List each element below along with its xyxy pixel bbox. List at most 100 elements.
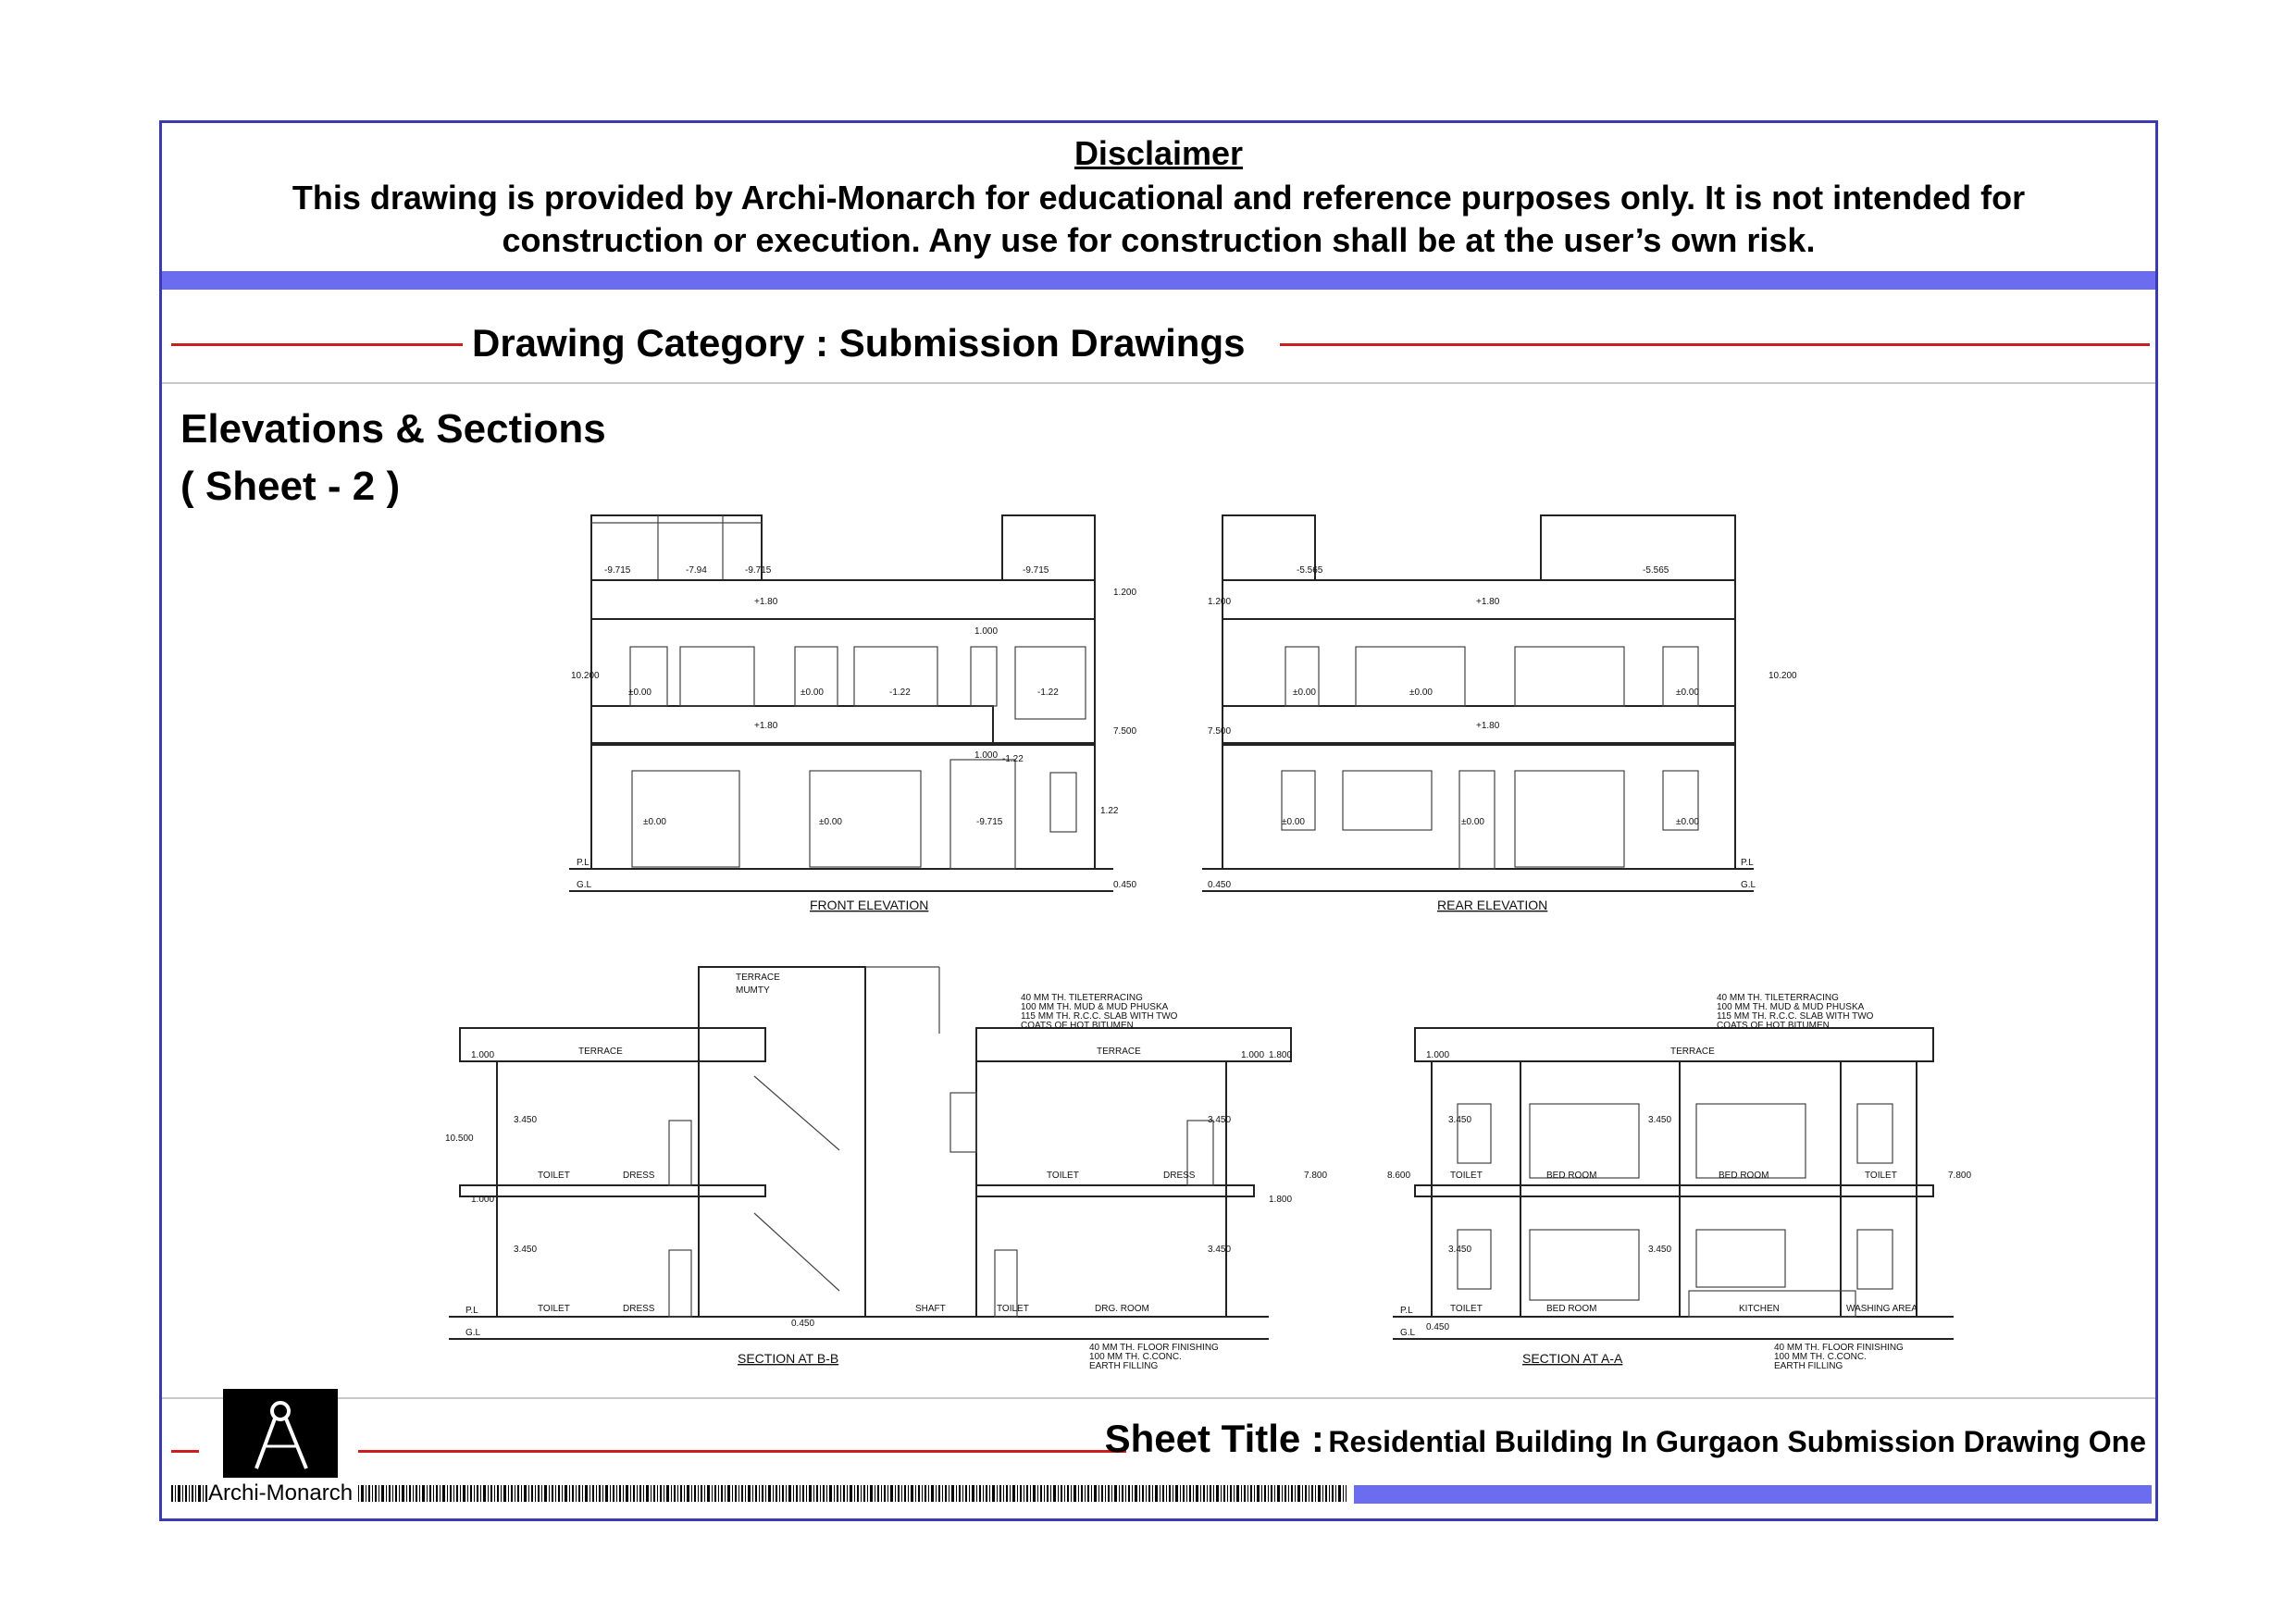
- section-bb: SECTION AT B-B: [449, 966, 1292, 1366]
- section-aa-note: 100 MM TH. C.CONC.: [1774, 1352, 1867, 1362]
- disclaimer-line-1: This drawing is provided by Archi-Monarc…: [292, 179, 2026, 217]
- header-band: [162, 271, 2155, 290]
- sheet-heading-block: Elevations & Sections ( Sheet - 2 ): [180, 401, 606, 515]
- section-bb-label: DRESS: [623, 1304, 655, 1314]
- section-bb-note: EARTH FILLING: [1089, 1361, 1158, 1371]
- section-aa: SECTION AT A-A: [1393, 1027, 1954, 1366]
- rear-elevation-label: +1.80: [1476, 597, 1500, 607]
- front-elevation-label: 7.500: [1113, 726, 1136, 737]
- section-aa-note: COATS OF HOT BITUMEN: [1717, 1021, 1830, 1031]
- section-bb-note: COATS OF HOT BITUMEN: [1021, 1021, 1134, 1031]
- section-bb-label: 3.450: [514, 1245, 537, 1255]
- drawings-canvas: FRONT ELEVATION REAR ELEVATION: [445, 514, 1971, 1371]
- rear-elevation-label: 1.200: [1208, 597, 1231, 607]
- section-bb-label: 0.450: [791, 1319, 814, 1329]
- section-bb-label: TERRACE: [578, 1047, 623, 1057]
- category-rule-left: [171, 343, 463, 346]
- rear-elevation-label: 0.450: [1208, 880, 1231, 890]
- front-elevation-label: 0.450: [1113, 880, 1136, 890]
- section-aa-label: BED ROOM: [1719, 1171, 1769, 1181]
- section-aa-note: 115 MM TH. R.C.C. SLAB WITH TWO: [1717, 1011, 1874, 1022]
- disclaimer-block: Disclaimer This drawing is provided by A…: [162, 123, 2155, 262]
- section-bb-note: 100 MM TH. MUD & MUD PHUSKA: [1021, 1002, 1169, 1012]
- section-aa-label: 3.450: [1448, 1115, 1471, 1125]
- section-aa-note: 40 MM TH. FLOOR FINISHING: [1774, 1343, 1904, 1353]
- section-bb-label: 1.800: [1269, 1195, 1292, 1205]
- section-bb-label: 1.000: [1241, 1050, 1264, 1060]
- front-elevation-caption: FRONT ELEVATION: [810, 898, 928, 912]
- section-bb-label: 7.800: [1304, 1171, 1327, 1181]
- section-aa-label: 8.600: [1387, 1171, 1410, 1181]
- front-elevation-label: -9.715: [1023, 565, 1049, 576]
- rear-elevation-label: ±0.00: [1282, 817, 1305, 827]
- section-aa-label: 3.450: [1648, 1115, 1671, 1125]
- section-bb-label: 1.000: [471, 1050, 494, 1060]
- disclaimer-text: This drawing is provided by Archi-Monarc…: [162, 177, 2155, 262]
- category-divider: [162, 382, 2155, 384]
- rear-elevation-caption: REAR ELEVATION: [1437, 898, 1547, 912]
- footer-divider: [162, 1397, 2155, 1399]
- barcode-strip: [171, 1485, 1347, 1502]
- footer-rule-long: [358, 1450, 1126, 1453]
- front-elevation-label: -1.22: [889, 688, 911, 698]
- section-bb-label: 3.450: [514, 1115, 537, 1125]
- section-bb-note: 40 MM TH. FLOOR FINISHING: [1089, 1343, 1219, 1353]
- section-bb-label: TOILET: [538, 1171, 570, 1181]
- section-bb-label: TOILET: [997, 1304, 1029, 1314]
- section-bb-label: SHAFT: [915, 1304, 946, 1314]
- front-elevation-label: P.L: [577, 858, 590, 868]
- section-bb-label: 3.450: [1208, 1245, 1231, 1255]
- rear-elevation-label: -5.565: [1643, 565, 1669, 576]
- section-bb-label: 1.000: [471, 1195, 494, 1205]
- rear-elevation-label: ±0.00: [1461, 817, 1484, 827]
- front-elevation-label: -9.715: [745, 565, 772, 576]
- rear-elevation-label: +1.80: [1476, 721, 1500, 731]
- front-elevation-label: -7.94: [686, 565, 707, 576]
- section-bb-label: DRESS: [623, 1171, 655, 1181]
- front-elevation-label: -1.22: [1002, 754, 1024, 764]
- drawing-sheet-frame: Disclaimer This drawing is provided by A…: [159, 120, 2158, 1521]
- archi-monarch-logo: [223, 1389, 338, 1478]
- section-aa-label: TOILET: [1450, 1171, 1483, 1181]
- section-aa-label: 3.450: [1448, 1245, 1471, 1255]
- sheet-title-value: Residential Building In Gurgaon Submissi…: [1328, 1425, 2146, 1458]
- front-elevation-label: ±0.00: [628, 688, 652, 698]
- section-aa-label: TERRACE: [1670, 1047, 1715, 1057]
- brand-name: Archi-Monarch: [208, 1481, 354, 1505]
- section-aa-label: TOILET: [1865, 1171, 1897, 1181]
- front-elevation-label: 1.22: [1100, 806, 1119, 816]
- section-bb-label: 1.800: [1269, 1050, 1292, 1060]
- section-bb-label: 3.450: [1208, 1115, 1231, 1125]
- front-elevation-label: G.L: [577, 880, 592, 890]
- rear-elevation-label: 10.200: [1769, 671, 1797, 681]
- front-elevation-label: +1.80: [754, 597, 778, 607]
- section-bb-label: MUMTY: [736, 985, 770, 996]
- section-bb-label: 10.500: [445, 1134, 474, 1144]
- sheet-number: ( Sheet - 2 ): [180, 464, 401, 509]
- front-elevation-label: ±0.00: [800, 688, 824, 698]
- section-aa-label: 1.000: [1426, 1050, 1449, 1060]
- section-aa-label: 7.800: [1948, 1171, 1971, 1181]
- section-aa-label: WASHING AREA: [1846, 1304, 1917, 1314]
- rear-elevation-label: 7.500: [1208, 726, 1231, 737]
- rear-elevation-label: -5.565: [1297, 565, 1323, 576]
- rear-elevation-label: ±0.00: [1293, 688, 1316, 698]
- section-aa-note: 40 MM TH. TILETERRACING: [1717, 993, 1839, 1003]
- section-aa-label: TOILET: [1450, 1304, 1483, 1314]
- section-aa-label: BED ROOM: [1546, 1171, 1596, 1181]
- rear-elevation-label: P.L: [1741, 858, 1754, 868]
- rear-elevation-label: ±0.00: [1676, 688, 1699, 698]
- front-elevation-label: -1.22: [1037, 688, 1059, 698]
- footer-band: [1354, 1485, 2152, 1504]
- section-aa-label: P.L: [1400, 1306, 1413, 1316]
- front-elevation-label: 1.200: [1113, 588, 1136, 598]
- rear-elevation-label: ±0.00: [1409, 688, 1433, 698]
- section-bb-note: 115 MM TH. R.C.C. SLAB WITH TWO: [1021, 1011, 1178, 1022]
- sheet-heading: Elevations & Sections: [180, 406, 606, 452]
- front-elevation-label: -9.715: [976, 817, 1003, 827]
- front-elevation-label: 10.200: [571, 671, 600, 681]
- rear-elevation-label: ±0.00: [1676, 817, 1699, 827]
- section-bb-label: P.L: [465, 1306, 478, 1316]
- section-aa-note: 100 MM TH. MUD & MUD PHUSKA: [1717, 1002, 1865, 1012]
- section-aa-caption: SECTION AT A-A: [1522, 1351, 1623, 1366]
